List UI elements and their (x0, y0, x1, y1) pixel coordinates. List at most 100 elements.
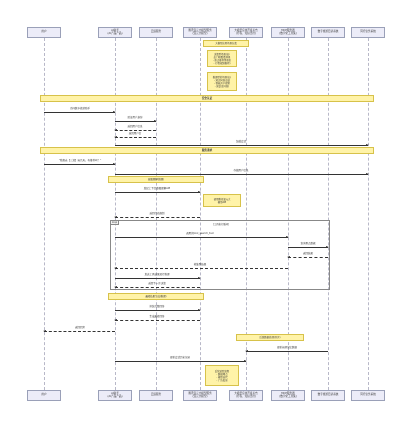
msg-arrow-12 (287, 256, 328, 258)
msg-label-5: 加载会话 (235, 140, 247, 143)
note-b-line-4: - 知识库问答) (214, 84, 230, 88)
lifeline-agent (115, 38, 116, 390)
participant-workflow-label: 大模型应用开发平台 (234, 28, 258, 32)
participant-agent-sublabel: (AI产品产品) (107, 31, 123, 35)
msg-label-4: 返回用户信 (128, 132, 142, 135)
note-scenario-title: 大模型应用场景分类 (203, 40, 249, 47)
msg-arrow-1 (44, 111, 116, 113)
participant-user-label: 用户 (41, 30, 47, 34)
msg-label-2: 验证用户身份 (127, 116, 143, 119)
participant-user-bottom: 用户 (27, 390, 61, 401)
participant-data-top: 数字旅游目录系统 (311, 27, 345, 38)
msg-arrow-20 (115, 360, 247, 362)
msg-label-8: 发起上下文意图理解API (143, 187, 171, 190)
participant-mcp-top: MCP服务器(数字化工具集) (271, 27, 305, 38)
note-followup-line-2: - 数据埋点 (216, 372, 228, 376)
note-final: 最终结果生成(推理) (108, 293, 204, 300)
note-intent: 意图理解(推理) (108, 176, 204, 183)
participant-workflow-bottom-sublabel: (行程、知识出行) (235, 394, 257, 398)
note-b-line-2: - 知识问答总结 (214, 78, 230, 82)
note-model-line-1: 调用腾讯混元大 (213, 197, 231, 201)
participant-data-label: 数字旅游目录系统 (317, 30, 339, 34)
participant-cloud-label: 云运服务 (150, 30, 162, 34)
msg-label-15: 返回下一步决策 (148, 282, 166, 285)
note-b-line-3: - 智能开户搜索 (214, 81, 230, 85)
msg-label-1: 访问数字旅游助手 (69, 107, 91, 110)
note-followup-line-1: 后续追踪流程 (214, 369, 230, 373)
msg-arrow-8 (115, 191, 201, 193)
participant-ota-top: 同行业务系统 (351, 27, 385, 38)
participant-model-bottom: 腾讯混元大模型服务(混元大模型) (183, 390, 217, 401)
note-intent-text: 意图理解(推理) (147, 178, 165, 181)
participant-agent-top: AI助手(AI产品产品) (98, 27, 132, 38)
participant-agent-bottom: AI助手(AI产品产品) (98, 390, 132, 401)
msg-arrow-16 (115, 309, 201, 311)
note-a-line-2: 出门地看看场景 (213, 55, 231, 59)
participant-model-label: 腾讯混元大模型服务 (188, 28, 212, 32)
msg-label-12: 返回结果 (302, 252, 314, 255)
note-b-line-1: 推理型的场景(如: (212, 75, 232, 79)
participant-model-bottom-sublabel: (混元大模型) (192, 394, 208, 398)
participant-mcp-bottom-sublabel: (数字化工具集) (279, 394, 297, 398)
msg-arrow-18 (43, 330, 115, 332)
participant-workflow-top: 大模型应用开发平台(行程、知识出行) (229, 27, 263, 38)
note-scenario-b: 推理型的场景(如: - 知识问答总结 - 智能开户搜索 - 知识库问答) (207, 72, 237, 91)
lifeline-model (200, 38, 201, 390)
participant-data-bottom: 数字旅游目录系统 (311, 390, 345, 401)
msg-label-16: 拼装完整回答 (149, 305, 165, 308)
note-a-line-1: 决策型场景(如: (213, 52, 231, 56)
loop-frame: loop [工具执行循环] (110, 220, 330, 290)
lifeline-cloud (156, 38, 157, 390)
msg-arrow-3 (114, 129, 156, 131)
participant-model-sublabel: (混元大模型) (192, 31, 208, 35)
msg-arrow-5 (115, 144, 369, 146)
msg-arrow-6 (44, 163, 116, 165)
msg-label-9: 返回行动规划 (149, 212, 165, 215)
msg-label-7: 存储用户信息 (233, 169, 249, 172)
participant-model-bottom-label: 腾讯混元大模型服务 (188, 391, 212, 395)
note-a-line-4: - 行程规划推荐) (213, 61, 231, 65)
phase-auth: 安全认证 (40, 95, 374, 102)
note-scenario-a: 决策型场景(如: 出门地看看场景 - 景点推荐等景区 - 行程规划推荐) (207, 50, 237, 67)
participant-ota-bottom-label: 同行业务系统 (360, 393, 376, 397)
msg-label-3: 返回用户信息 (127, 125, 143, 128)
msg-label-14: 发送工具结果进行推理 (144, 273, 170, 276)
msg-arrow-15 (114, 286, 200, 288)
msg-label-10: 调用的tool_search_tool (186, 232, 214, 235)
participant-ota-label: 同行业务系统 (360, 30, 376, 34)
lifeline-mcp (288, 38, 289, 390)
participant-workflow-bottom: 大模型应用开发平台(行程、知识出行) (229, 390, 263, 401)
participant-mcp-bottom: MCP服务器(数字化工具集) (271, 390, 305, 401)
note-followup-line-3: - 模型迭代 (216, 375, 228, 379)
msg-arrow-2 (115, 120, 157, 122)
participant-agent-bottom-sublabel: (AI产品产品) (107, 394, 123, 398)
note-async-text: 后续数据处理(异步) (259, 336, 281, 339)
participant-agent-label: AI助手 (111, 28, 119, 32)
msg-arrow-11 (288, 246, 329, 248)
participant-model-top: 腾讯混元大模型服务(混元大模型) (183, 27, 217, 38)
msg-arrow-13 (114, 267, 288, 269)
phase-request: 服务请求 (40, 147, 374, 154)
msg-arrow-9 (114, 216, 200, 218)
participant-agent-bottom-label: AI助手 (111, 391, 119, 395)
loop-frame-tag: loop (111, 221, 120, 225)
note-model-line-2: 模型API (217, 200, 227, 204)
participant-cloud-bottom: 云运服务 (139, 390, 173, 401)
msg-arrow-4 (114, 136, 156, 138)
msg-label-6: “我想去【三清】玩几天，有推荐吗？” (58, 159, 102, 162)
participant-mcp-bottom-label: MCP服务器 (281, 391, 295, 395)
loop-frame-title: [工具执行循环] (212, 223, 230, 226)
msg-label-13: 收集到结果 (193, 263, 207, 266)
lifeline-ota (368, 38, 369, 390)
note-scenario-title-text: 大模型应用场景分类 (215, 42, 237, 45)
participant-cloud-bottom-label: 云运服务 (150, 393, 162, 397)
participant-cloud-top: 云运服务 (139, 27, 173, 38)
lifeline-user (44, 38, 45, 390)
msg-label-17: 生成最终回答 (149, 315, 165, 318)
note-followup: 后续追踪流程 - 数据埋点 - 模型迭代 - 广告投放 (205, 365, 239, 386)
msg-arrow-7 (115, 173, 369, 175)
msg-label-20: 更新会话历史记录 (169, 356, 191, 359)
msg-arrow-14 (115, 277, 201, 279)
lifeline-data (328, 38, 329, 390)
lifeline-workflow (246, 38, 247, 390)
